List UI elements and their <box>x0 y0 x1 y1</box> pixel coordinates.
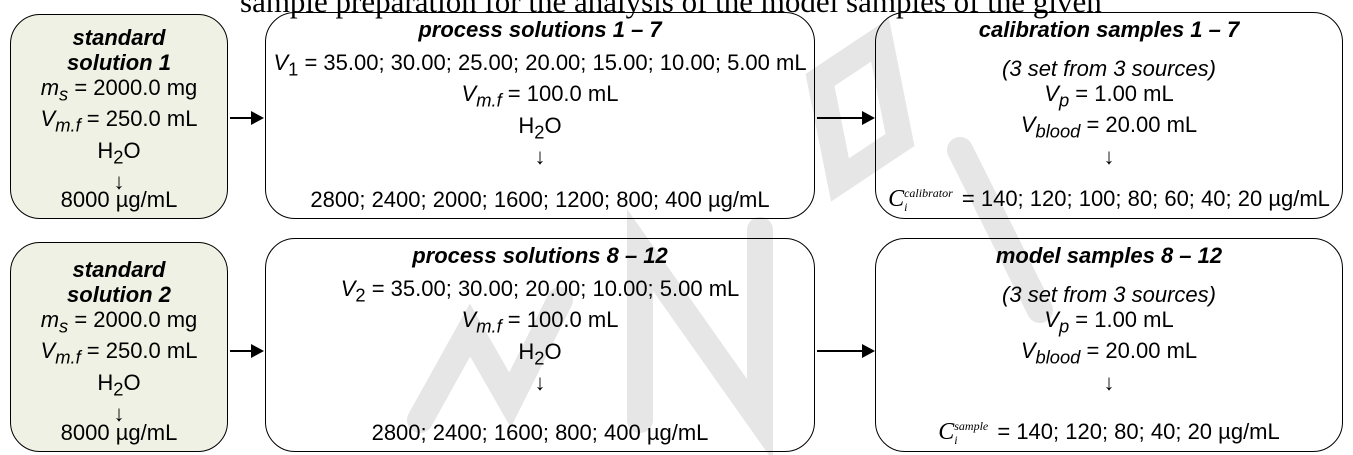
model-samples-box: model samples 8 – 12 (3 set from 3 sourc… <box>875 238 1343 452</box>
volume-series-line: V2 = 35.00; 30.00; 20.00; 10.00; 5.00 mL <box>340 276 740 306</box>
volume-flask-line: Vm.f = 250.0 mL <box>40 106 198 136</box>
standard-solution-2-box: standard solution 2 ms = 2000.0 mg Vm.f … <box>10 242 228 452</box>
flow-arrow-icon <box>230 344 264 358</box>
standard-title-line1: standard <box>72 25 166 50</box>
pipette-volume-line: Vp = 1.00 mL <box>1044 81 1174 111</box>
concentration-result: 8000 µg/mL <box>60 187 178 212</box>
top-caption-text: sample preparation for the analysis of t… <box>240 0 1102 19</box>
process-solutions-1-7-box: process solutions 1 – 7 V1 = 35.00; 30.0… <box>265 12 815 219</box>
flow-arrow-icon <box>230 111 264 125</box>
mass-line: ms = 2000.0 mg <box>40 75 198 105</box>
volume-flask-line: Vm.f = 100.0 mL <box>461 81 619 111</box>
down-arrow-icon: ↓ <box>113 401 125 427</box>
down-arrow-icon: ↓ <box>534 144 546 170</box>
concentration-result: 8000 µg/mL <box>60 420 178 445</box>
concentration-series: 2800; 2400; 2000; 1600; 1200; 800; 400 µ… <box>310 187 770 212</box>
standard-title-line2: solution 1 <box>67 50 171 75</box>
concentration-series: 2800; 2400; 1600; 800; 400 µg/mL <box>371 420 709 445</box>
down-arrow-icon: ↓ <box>534 370 546 396</box>
standard-title-line1: standard <box>72 257 166 282</box>
blood-volume-line: Vblood = 20.00 mL <box>1020 112 1198 142</box>
down-arrow-icon: ↓ <box>113 169 125 195</box>
samples-title: model samples 8 – 12 <box>995 243 1223 268</box>
sources-note: (3 set from 3 sources) <box>1002 282 1216 307</box>
mass-line: ms = 2000.0 mg <box>40 307 198 337</box>
standard-title-line2: solution 2 <box>67 282 171 307</box>
process-title: process solutions 1 – 7 <box>418 17 662 42</box>
volume-series-line: V1 = 35.00; 30.00; 25.00; 20.00; 15.00; … <box>273 50 807 80</box>
solvent-line: H2O <box>518 338 562 369</box>
process-title: process solutions 8 – 12 <box>412 243 668 268</box>
sources-note: (3 set from 3 sources) <box>1002 56 1216 81</box>
pipette-volume-line: Vp = 1.00 mL <box>1044 307 1174 337</box>
solvent-line: H2O <box>97 137 141 168</box>
process-solutions-8-12-box: process solutions 8 – 12 V2 = 35.00; 30.… <box>265 238 815 452</box>
samples-title: calibration samples 1 – 7 <box>978 17 1240 42</box>
flow-arrow-icon <box>817 344 875 358</box>
calibration-samples-box: calibration samples 1 – 7 (3 set from 3 … <box>875 12 1343 219</box>
volume-flask-line: Vm.f = 100.0 mL <box>461 307 619 337</box>
solvent-line: H2O <box>97 369 141 400</box>
solvent-line: H2O <box>518 112 562 143</box>
down-arrow-icon: ↓ <box>1103 369 1115 395</box>
blood-volume-line: Vblood = 20.00 mL <box>1020 338 1198 368</box>
down-arrow-icon: ↓ <box>1103 143 1115 169</box>
standard-solution-1-box: standard solution 1 ms = 2000.0 mg Vm.f … <box>10 14 228 219</box>
flow-arrow-icon <box>817 111 875 125</box>
volume-flask-line: Vm.f = 250.0 mL <box>40 338 198 368</box>
